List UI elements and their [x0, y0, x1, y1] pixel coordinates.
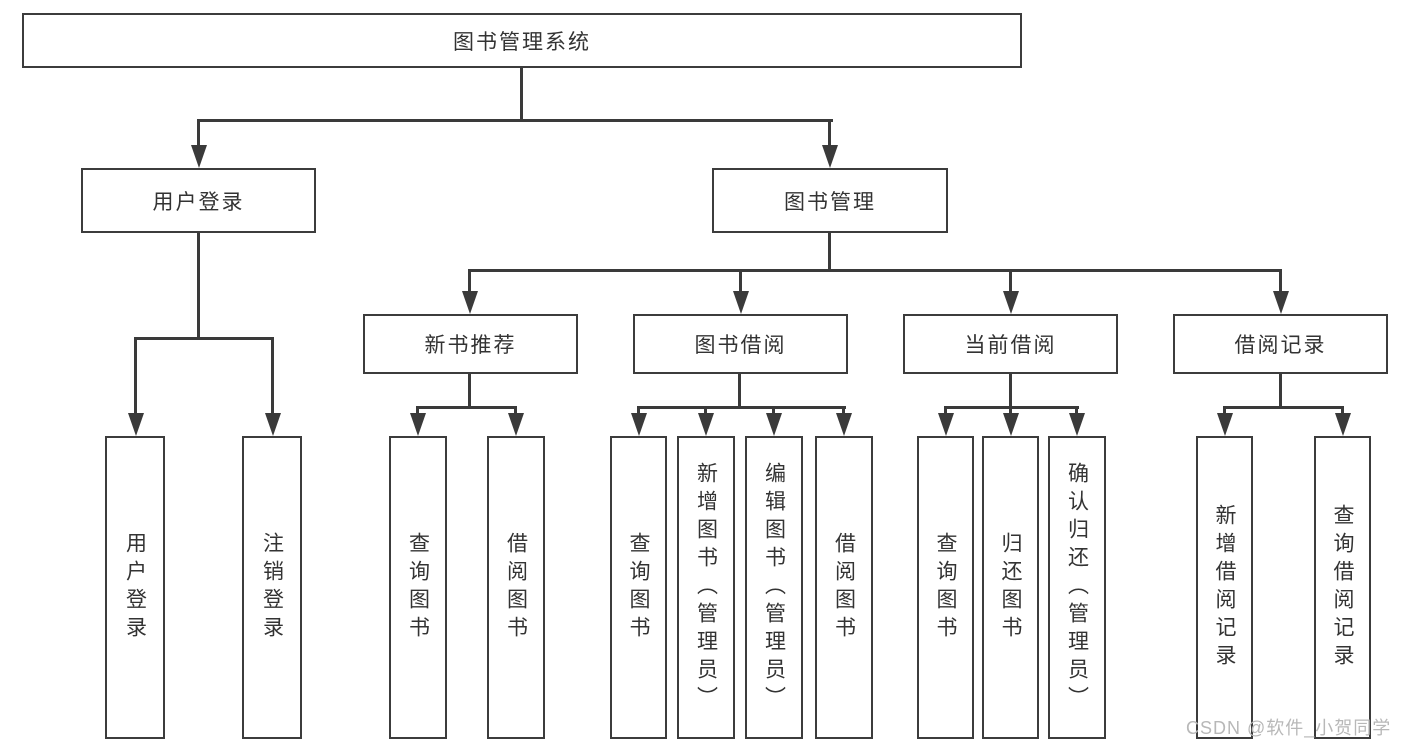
- arrow-down-icon: [264, 413, 281, 436]
- leaf-user-login-label: 用户登录: [123, 531, 147, 644]
- arrow-down-icon: [1216, 413, 1233, 436]
- arrow-down-icon: [190, 145, 207, 168]
- leaf-user-login: 用户登录: [105, 436, 165, 739]
- leaf-records-query-label: 查询借阅记录: [1331, 503, 1354, 672]
- leaf-borrow-edit-label: 编辑图书（管理员）: [762, 461, 786, 714]
- arrow-down-icon: [630, 413, 647, 436]
- arrow-down-icon: [836, 413, 852, 436]
- connector-stub: [772, 406, 775, 418]
- arrow-down-icon: [1002, 291, 1019, 314]
- connector-borrow-records-down: [1279, 374, 1282, 408]
- csdn-watermark: CSDN @软件_小贺同学: [1186, 718, 1392, 738]
- connector-stub: [1223, 406, 1226, 418]
- connector-root-down: [520, 68, 523, 120]
- connector-stub: [1075, 406, 1078, 418]
- connector-stub: [704, 406, 707, 418]
- connector-stub: [1341, 406, 1344, 418]
- arrow-down-icon: [127, 413, 144, 436]
- connector-to-leaf-logout: [271, 337, 274, 417]
- connector-to-borrow-records: [1279, 269, 1282, 295]
- arrow-down-icon: [409, 413, 426, 436]
- leaf-records-add-label: 新增借阅记录: [1213, 503, 1236, 672]
- connector-new-books-down: [468, 374, 471, 408]
- connector-to-book-borrow: [739, 269, 742, 295]
- leaf-newbooks-query: 查询图书: [389, 436, 447, 739]
- arrow-down-icon: [1002, 413, 1019, 436]
- leaf-current-return-label: 归还图书: [999, 531, 1022, 644]
- leaf-newbooks-borrow-label: 借阅图书: [504, 531, 528, 644]
- leaf-current-query: 查询图书: [917, 436, 974, 739]
- node-root-label: 图书管理系统: [453, 30, 591, 54]
- leaf-borrow-book: 借阅图书: [815, 436, 873, 739]
- node-new-books-label: 新书推荐: [424, 334, 517, 357]
- arrow-down-icon: [1334, 413, 1351, 436]
- leaf-borrow-query-label: 查询图书: [627, 531, 650, 644]
- leaf-newbooks-borrow: 借阅图书: [487, 436, 545, 739]
- node-book-mgmt: 图书管理: [712, 168, 948, 233]
- leaf-borrow-edit: 编辑图书（管理员）: [745, 436, 803, 739]
- node-current-borrow-label: 当前借阅: [964, 334, 1057, 357]
- node-book-borrow-label: 图书借阅: [694, 334, 787, 357]
- connector-to-leaf-user-login: [134, 337, 137, 417]
- connector-level2-horizontal: [468, 269, 1282, 272]
- leaf-records-add: 新增借阅记录: [1196, 436, 1253, 739]
- connector-user-login-down: [197, 233, 200, 339]
- leaf-newbooks-query-label: 查询图书: [406, 531, 430, 644]
- connector-to-new-books: [468, 269, 471, 295]
- arrow-down-icon: [461, 291, 478, 314]
- arrow-down-icon: [766, 413, 782, 436]
- node-new-books: 新书推荐: [363, 314, 578, 374]
- connector-level1-horizontal: [197, 119, 833, 122]
- leaf-logout: 注销登录: [242, 436, 302, 739]
- leaf-records-query: 查询借阅记录: [1314, 436, 1371, 739]
- connector-user-login-horizontal: [134, 337, 274, 340]
- arrow-down-icon: [937, 413, 954, 436]
- node-book-mgmt-label: 图书管理: [784, 190, 876, 214]
- leaf-current-confirm-return: 确认归还（管理员）: [1048, 436, 1106, 739]
- leaf-borrow-query: 查询图书: [610, 436, 667, 739]
- node-user-login-label: 用户登录: [152, 190, 245, 214]
- connector-borrow-records-horizontal: [1223, 406, 1344, 409]
- connector-stub: [842, 406, 845, 418]
- arrow-down-icon: [507, 413, 524, 436]
- node-borrow-records: 借阅记录: [1173, 314, 1388, 374]
- leaf-current-query-label: 查询图书: [934, 531, 957, 644]
- connector-new-books-horizontal: [416, 406, 517, 409]
- connector-stub: [1009, 406, 1012, 418]
- leaf-current-return: 归还图书: [982, 436, 1039, 739]
- connector-book-borrow-down: [738, 374, 741, 408]
- connector-stub: [637, 406, 640, 418]
- connector-to-book-mgmt: [828, 119, 831, 149]
- connector-stub: [944, 406, 947, 418]
- connector-to-user-login: [197, 119, 200, 149]
- connector-to-current-borrow: [1009, 269, 1012, 295]
- connector-stub: [514, 406, 517, 418]
- node-user-login: 用户登录: [81, 168, 316, 233]
- node-root: 图书管理系统: [22, 13, 1022, 68]
- connector-book-mgmt-down: [828, 233, 831, 270]
- leaf-current-confirm-return-label: 确认归还（管理员）: [1065, 461, 1089, 714]
- node-book-borrow: 图书借阅: [633, 314, 848, 374]
- arrow-down-icon: [1069, 413, 1085, 436]
- arrow-down-icon: [732, 291, 749, 314]
- connector-book-borrow-horizontal: [637, 406, 846, 409]
- leaf-borrow-book-label: 借阅图书: [832, 531, 856, 644]
- leaf-logout-label: 注销登录: [260, 531, 284, 644]
- leaf-borrow-add: 新增图书（管理员）: [677, 436, 735, 739]
- connector-current-borrow-down: [1009, 374, 1012, 408]
- arrow-down-icon: [1272, 291, 1289, 314]
- arrow-down-icon: [698, 413, 714, 436]
- node-borrow-records-label: 借阅记录: [1234, 334, 1327, 357]
- arrow-down-icon: [822, 145, 838, 168]
- connector-stub: [416, 406, 419, 418]
- node-current-borrow: 当前借阅: [903, 314, 1118, 374]
- leaf-borrow-add-label: 新增图书（管理员）: [694, 461, 718, 714]
